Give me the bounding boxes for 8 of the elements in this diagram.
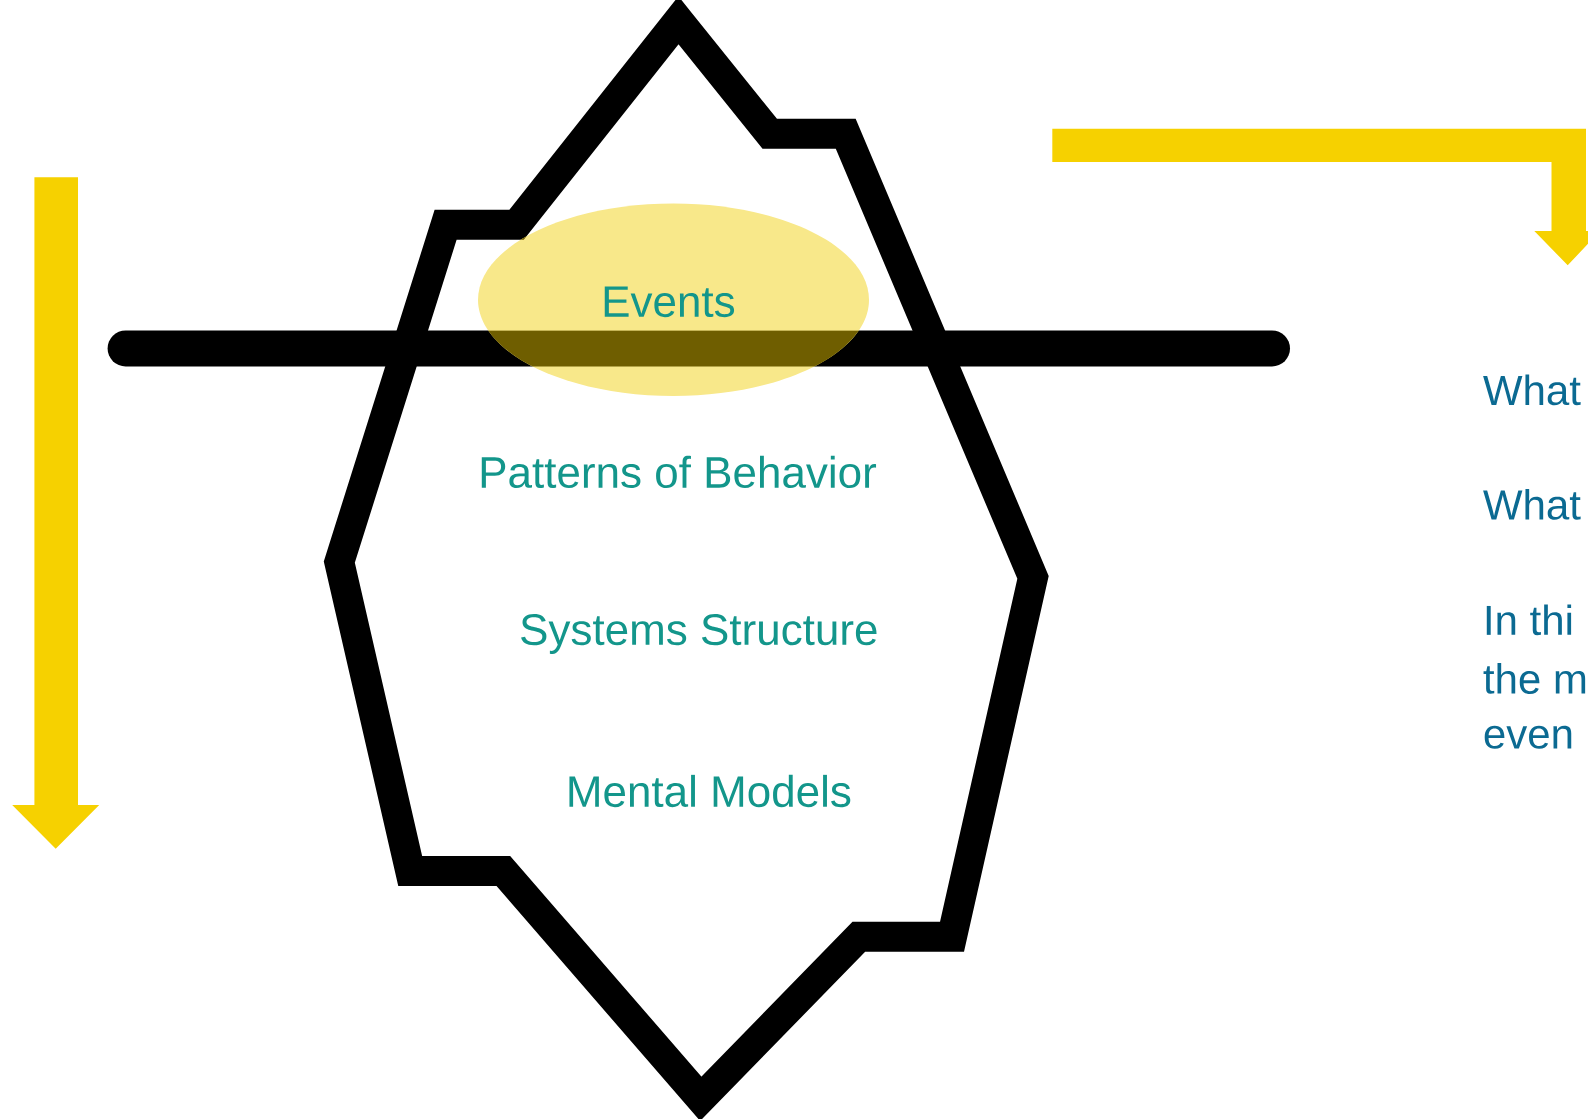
layer-label: Patterns of Behavior	[481, 455, 877, 489]
layer-label: Mental Models	[569, 774, 851, 808]
question-text: In thi	[1486, 604, 1572, 636]
question-text: What	[1483, 488, 1581, 520]
question-text: even	[1484, 725, 1572, 749]
question-text: What	[1483, 374, 1581, 406]
question-text: the m	[1483, 663, 1586, 694]
layer-label: Systems Structure	[521, 614, 877, 654]
